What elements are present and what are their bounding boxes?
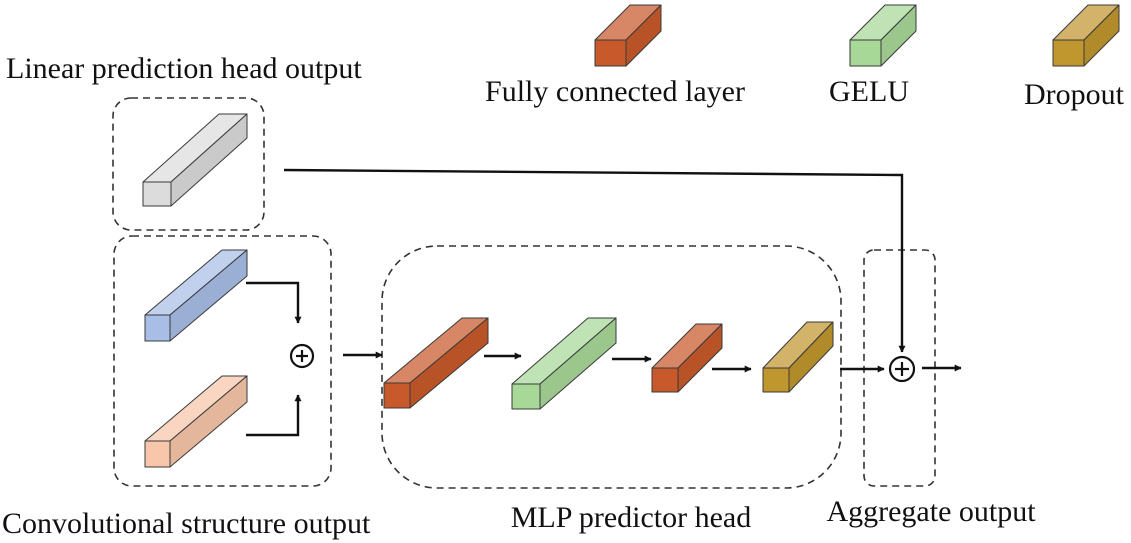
aggregate-label: Aggregate output	[826, 495, 1036, 528]
conv-output-peach-block	[144, 375, 248, 468]
mlp-gelu-block	[511, 317, 617, 410]
legend-fc-cuboid	[594, 4, 662, 67]
legend-dropout-label: Dropout	[1024, 78, 1124, 111]
mlp-fc-block-2	[651, 323, 723, 393]
mlp-head-box	[381, 245, 842, 489]
sum-node-1	[289, 343, 315, 369]
arrow-blue-to-sum	[246, 281, 302, 324]
legend-dropout-cuboid	[1052, 4, 1120, 67]
arrow-peach-to-sum	[246, 394, 302, 437]
legend-gelu-cuboid	[849, 4, 917, 67]
conv-output-blue-block	[144, 249, 248, 342]
sum-node-2	[888, 355, 916, 383]
mlp-dropout-block	[762, 321, 834, 393]
conv-structure-box	[113, 235, 332, 487]
conv-structure-label: Convolutional structure output	[2, 507, 371, 540]
linear-output-block	[142, 113, 248, 207]
mlp-head-label: MLP predictor head	[510, 501, 752, 534]
skip-connection-arrow	[283, 168, 906, 353]
mlp-fc-block-1	[383, 317, 489, 409]
legend-fc-label: Fully connected layer	[485, 75, 745, 108]
linear-head-box	[112, 97, 265, 231]
legend-gelu-label: GELU	[829, 75, 909, 108]
linear-head-label: Linear prediction head output	[6, 52, 362, 85]
